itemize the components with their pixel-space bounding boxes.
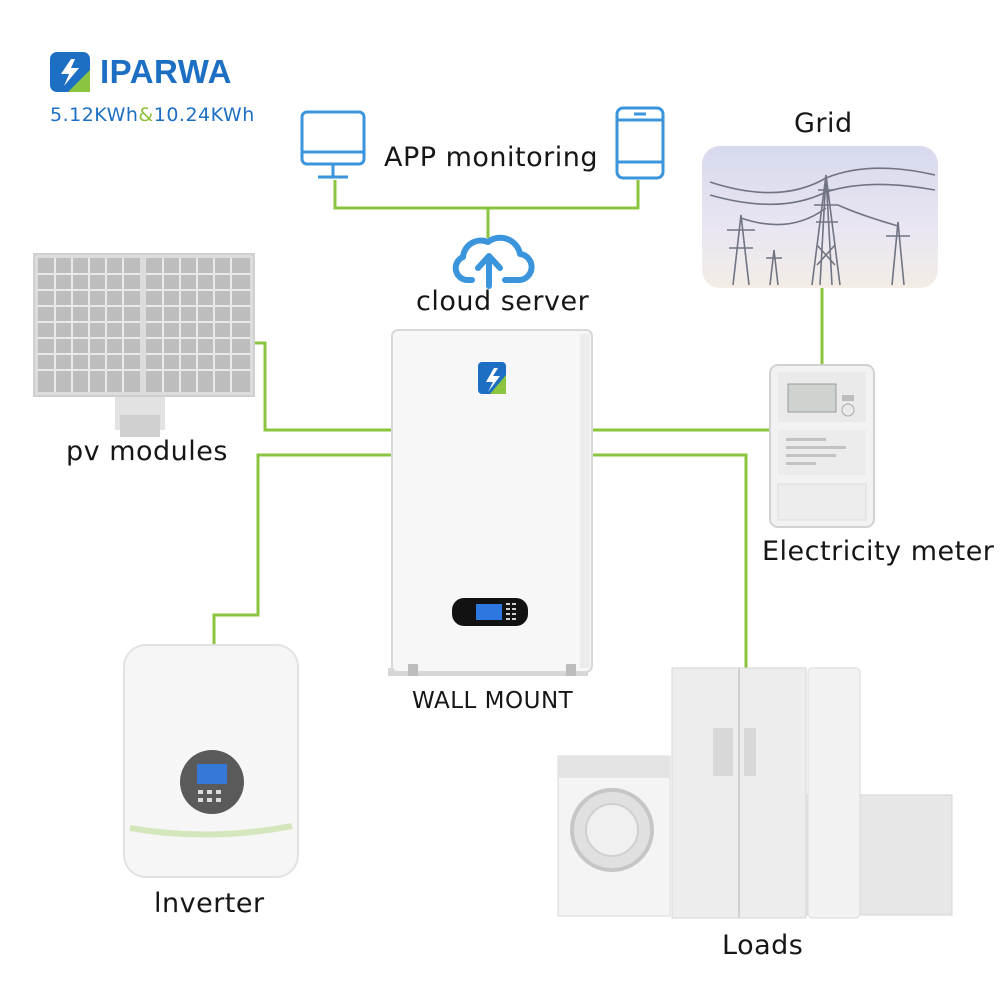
capacity-a: 5.12KWh: [50, 104, 138, 126]
brand-name: IPARWA: [100, 53, 232, 91]
monitor-icon: [302, 112, 364, 177]
smartphone-icon: [617, 108, 663, 178]
cloud-upload-icon: [456, 238, 532, 286]
battery-wall-mount-image: [388, 330, 592, 676]
grid-power-lines-image: [702, 146, 938, 288]
line-battery-to-loads: [592, 455, 746, 668]
label-electricity-meter: Electricity meter: [762, 536, 994, 567]
brand-header: IPARWA: [50, 52, 232, 92]
label-grid: Grid: [794, 108, 853, 139]
line-monitor-to-cloud: [335, 180, 638, 208]
label-app-monitoring: APP monitoring: [384, 142, 598, 173]
label-loads: Loads: [722, 930, 803, 961]
capacity-separator: &: [138, 104, 153, 126]
label-cloud-server: cloud server: [416, 286, 589, 317]
household-appliances-image: [558, 668, 952, 918]
label-wall-mount: WALL MOUNT: [412, 688, 573, 714]
label-inverter: lnverter: [154, 888, 265, 919]
line-inverter-to-battery: [214, 455, 392, 645]
iparwa-bolt-logo-icon: [50, 52, 90, 92]
electricity-meter-image: [770, 365, 874, 527]
solar-panel-image: [34, 254, 254, 437]
capacity-b: 10.24KWh: [154, 104, 255, 126]
label-pv-modules: pv modules: [66, 436, 228, 467]
capacity-text: 5.12KWh&10.24KWh: [50, 104, 255, 126]
line-pv-to-battery: [252, 343, 392, 430]
inverter-image: [124, 645, 298, 877]
